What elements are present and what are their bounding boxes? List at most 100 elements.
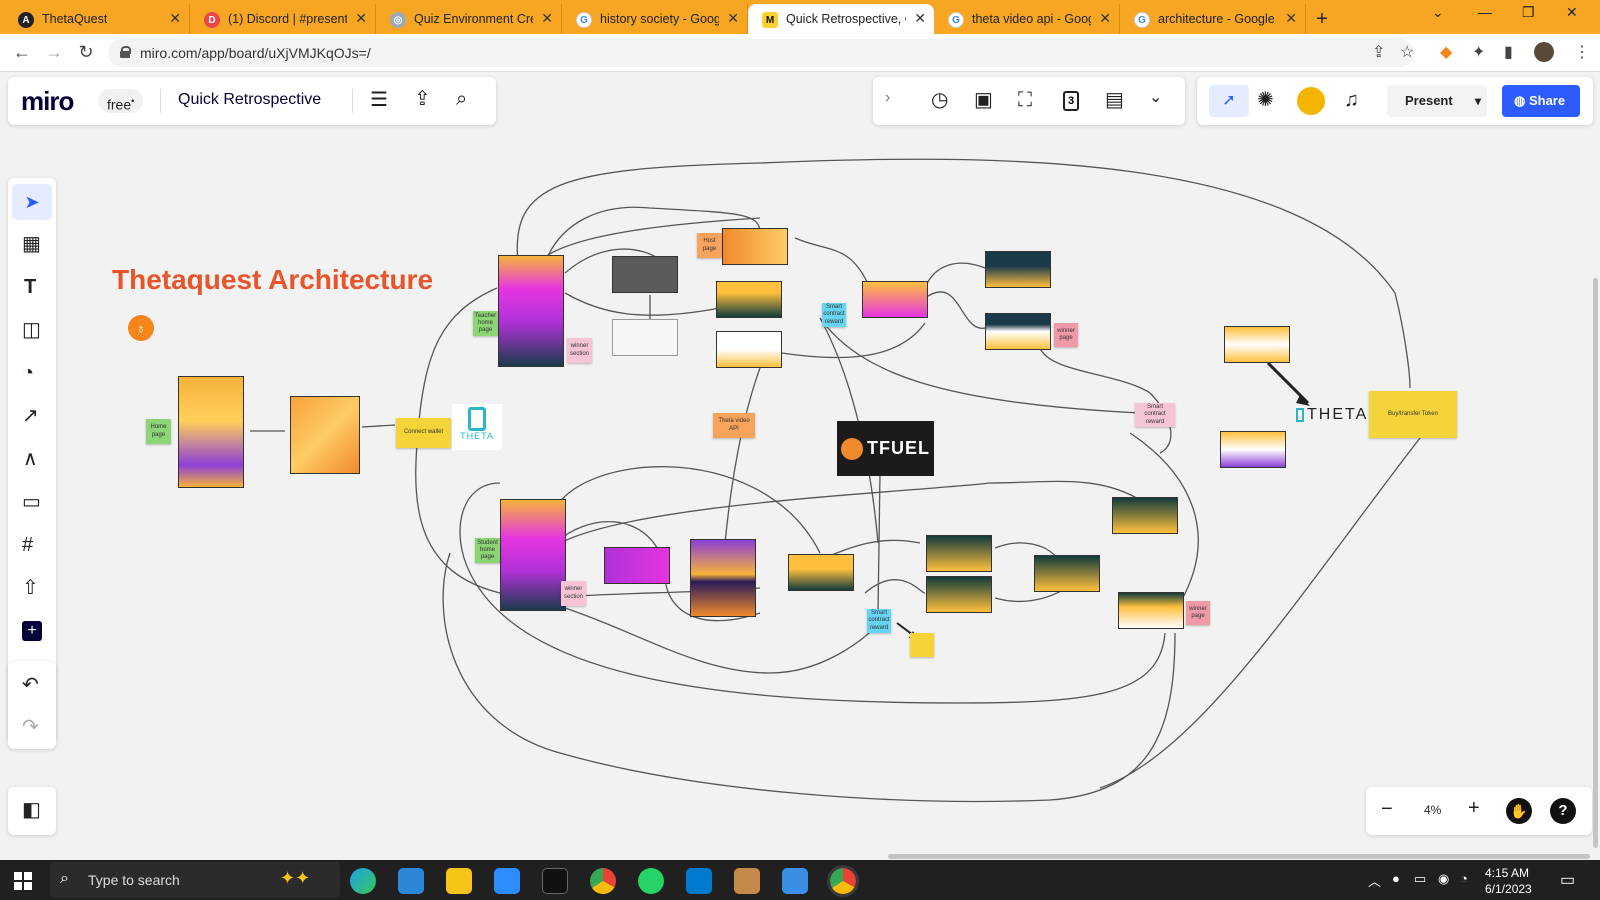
back-arrow-icon[interactable]: ← bbox=[13, 42, 31, 62]
browser-menu-icon[interactable]: ⋮ bbox=[1574, 44, 1590, 61]
package-icon[interactable] bbox=[734, 868, 760, 894]
reload-icon[interactable]: ↻ bbox=[78, 42, 94, 62]
screen-thumbnail-result-1[interactable] bbox=[926, 535, 992, 572]
sticky-note-icon[interactable]: ◫ bbox=[22, 319, 41, 341]
chevron-right-icon[interactable]: › bbox=[885, 89, 891, 106]
screen-thumbnail-teacher[interactable] bbox=[498, 255, 564, 367]
zoom-app-icon[interactable] bbox=[494, 868, 520, 894]
forward-arrow-icon[interactable]: → bbox=[45, 42, 63, 62]
screen-thumbnail-result-2[interactable] bbox=[926, 576, 992, 613]
metamask-fox-icon[interactable]: ◆ bbox=[1440, 44, 1453, 61]
tab-discord[interactable]: D(1) Discord | #presentat✕ bbox=[190, 4, 376, 34]
close-icon[interactable]: ✕ bbox=[914, 10, 926, 26]
photos-icon[interactable] bbox=[782, 868, 808, 894]
screen-thumbnail-dark-1[interactable] bbox=[985, 251, 1051, 288]
zoom-in-icon[interactable]: + bbox=[1468, 797, 1480, 819]
screen-thumbnail-connect[interactable] bbox=[290, 396, 360, 474]
close-icon[interactable]: ✕ bbox=[727, 10, 739, 26]
close-icon[interactable]: ✕ bbox=[355, 10, 367, 26]
sticky-connect-wallet[interactable]: Connect wallet bbox=[396, 418, 451, 448]
screen-thumbnail-answer[interactable] bbox=[788, 554, 854, 591]
sticky-winner-section-top[interactable]: winner section bbox=[567, 338, 592, 363]
zoom-level[interactable]: 4% bbox=[1424, 803, 1442, 817]
clock-time[interactable]: 4:15 AM bbox=[1485, 866, 1530, 880]
screen-thumbnail-green-2[interactable] bbox=[716, 331, 782, 368]
help-icon[interactable]: ? bbox=[1550, 798, 1576, 824]
plan-badge[interactable]: free• bbox=[98, 89, 144, 113]
sticky-host-page[interactable]: Host page bbox=[697, 233, 722, 258]
screen-thumbnail-result-3[interactable] bbox=[1034, 555, 1100, 592]
connector-line-icon[interactable]: ↗ bbox=[22, 405, 39, 427]
sticky-winner-section-bottom[interactable]: winner section bbox=[561, 581, 586, 606]
export-upload-icon[interactable]: ⇪ bbox=[414, 88, 431, 110]
more-apps-plus-icon[interactable]: + bbox=[22, 621, 42, 641]
vertical-scrollbar[interactable] bbox=[1593, 278, 1598, 848]
templates-icon[interactable]: ▦ bbox=[22, 233, 41, 255]
vscode-icon[interactable] bbox=[686, 868, 712, 894]
text-tool-icon[interactable]: T bbox=[24, 276, 37, 298]
new-tab-button[interactable]: + bbox=[1316, 7, 1328, 30]
screen-thumbnail-winner[interactable] bbox=[1118, 592, 1184, 629]
frame-icon[interactable]: # bbox=[22, 534, 34, 556]
undo-icon[interactable]: ↶ bbox=[22, 674, 39, 696]
extensions-puzzle-icon[interactable]: ✦ bbox=[1472, 44, 1486, 61]
close-icon[interactable]: ✕ bbox=[1099, 10, 1111, 26]
chrome-active-icon[interactable] bbox=[827, 865, 859, 897]
share-page-icon[interactable]: ⇪ bbox=[1372, 44, 1386, 61]
sticky-smart-contract-pink[interactable]: Smart contract reward bbox=[1135, 403, 1175, 427]
screen-thumbnail-white[interactable] bbox=[612, 319, 678, 356]
minimize-icon[interactable]: — bbox=[1478, 4, 1492, 20]
sticky-student-home[interactable]: Student home page bbox=[475, 538, 500, 563]
more-chevron-icon[interactable]: ⌄ bbox=[1149, 89, 1163, 106]
comment-icon[interactable]: ▭ bbox=[22, 491, 41, 513]
chevron-down-icon[interactable]: ▾ bbox=[1474, 94, 1481, 108]
sticky-reward-note[interactable] bbox=[910, 633, 934, 657]
terminal-icon[interactable] bbox=[542, 868, 568, 894]
upload-icon[interactable]: ⇧ bbox=[22, 577, 39, 599]
sticky-home-page[interactable]: Home page bbox=[146, 419, 171, 444]
horizontal-scrollbar[interactable] bbox=[888, 854, 1590, 859]
focus-frame-icon[interactable]: ⛶ bbox=[1018, 89, 1032, 111]
screen-thumbnail-dark-2[interactable] bbox=[985, 313, 1051, 350]
whatsapp-icon[interactable] bbox=[638, 868, 664, 894]
screen-thumbnail-gray[interactable] bbox=[612, 256, 678, 293]
notification-center-icon[interactable]: ▭ bbox=[1560, 872, 1576, 889]
sticky-smart-contract-bottom[interactable]: Smart contract reward bbox=[867, 609, 891, 633]
microsoft-store-icon[interactable] bbox=[398, 868, 424, 894]
side-panel-icon[interactable]: ▮ bbox=[1504, 44, 1513, 61]
close-icon[interactable]: ✕ bbox=[169, 10, 181, 26]
close-icon[interactable]: ✕ bbox=[541, 10, 553, 26]
pen-icon[interactable]: ∧ bbox=[23, 448, 38, 470]
screen-thumbnail-wallet-2[interactable] bbox=[1220, 431, 1286, 468]
board-canvas[interactable]: Thetaquest Architecture ♁ THETA TFUEL TH… bbox=[0, 73, 1600, 860]
timer-icon[interactable]: ◷ bbox=[931, 89, 949, 111]
screen-thumbnail-student[interactable] bbox=[500, 499, 566, 611]
window-close-icon[interactable]: ✕ bbox=[1566, 4, 1578, 20]
tab-quiz-environment[interactable]: ◎Quiz Environment Crea✕ bbox=[376, 4, 562, 34]
celebrate-icon[interactable]: ✺ bbox=[1257, 89, 1274, 111]
sticky-smart-contract-top[interactable]: Smart contract reward bbox=[822, 303, 846, 327]
windows-start-icon[interactable] bbox=[14, 872, 32, 890]
sticky-buy-transfer[interactable]: Buy/transfer Token bbox=[1369, 391, 1457, 438]
system-tray-chevron-icon[interactable]: ︿ bbox=[1368, 874, 1382, 889]
clock-date[interactable]: 6/1/2023 bbox=[1485, 882, 1532, 896]
file-explorer-icon[interactable] bbox=[446, 868, 472, 894]
close-icon[interactable]: ✕ bbox=[1285, 10, 1297, 26]
search-icon[interactable]: ⌕ bbox=[456, 88, 468, 110]
sticky-winner-page-top[interactable]: winner page bbox=[1054, 323, 1078, 347]
share-button[interactable]: ◍ Share bbox=[1502, 85, 1580, 117]
screen-thumbnail-game[interactable] bbox=[690, 539, 756, 617]
screen-thumbnail-wallet-1[interactable] bbox=[1224, 326, 1290, 363]
bookmark-star-icon[interactable]: ☆ bbox=[1400, 44, 1415, 61]
hand-cursor-icon[interactable]: ✋ bbox=[1506, 798, 1532, 824]
sticky-winner-page-bottom[interactable]: winner page bbox=[1186, 601, 1210, 625]
screen-thumbnail-green-1[interactable] bbox=[716, 281, 782, 318]
screen-thumbnail-quiz[interactable] bbox=[862, 281, 928, 318]
chrome-icon[interactable] bbox=[590, 868, 616, 894]
screen-share-icon[interactable]: ▣ bbox=[974, 89, 993, 111]
screen-thumbnail-leader[interactable] bbox=[1112, 497, 1178, 534]
